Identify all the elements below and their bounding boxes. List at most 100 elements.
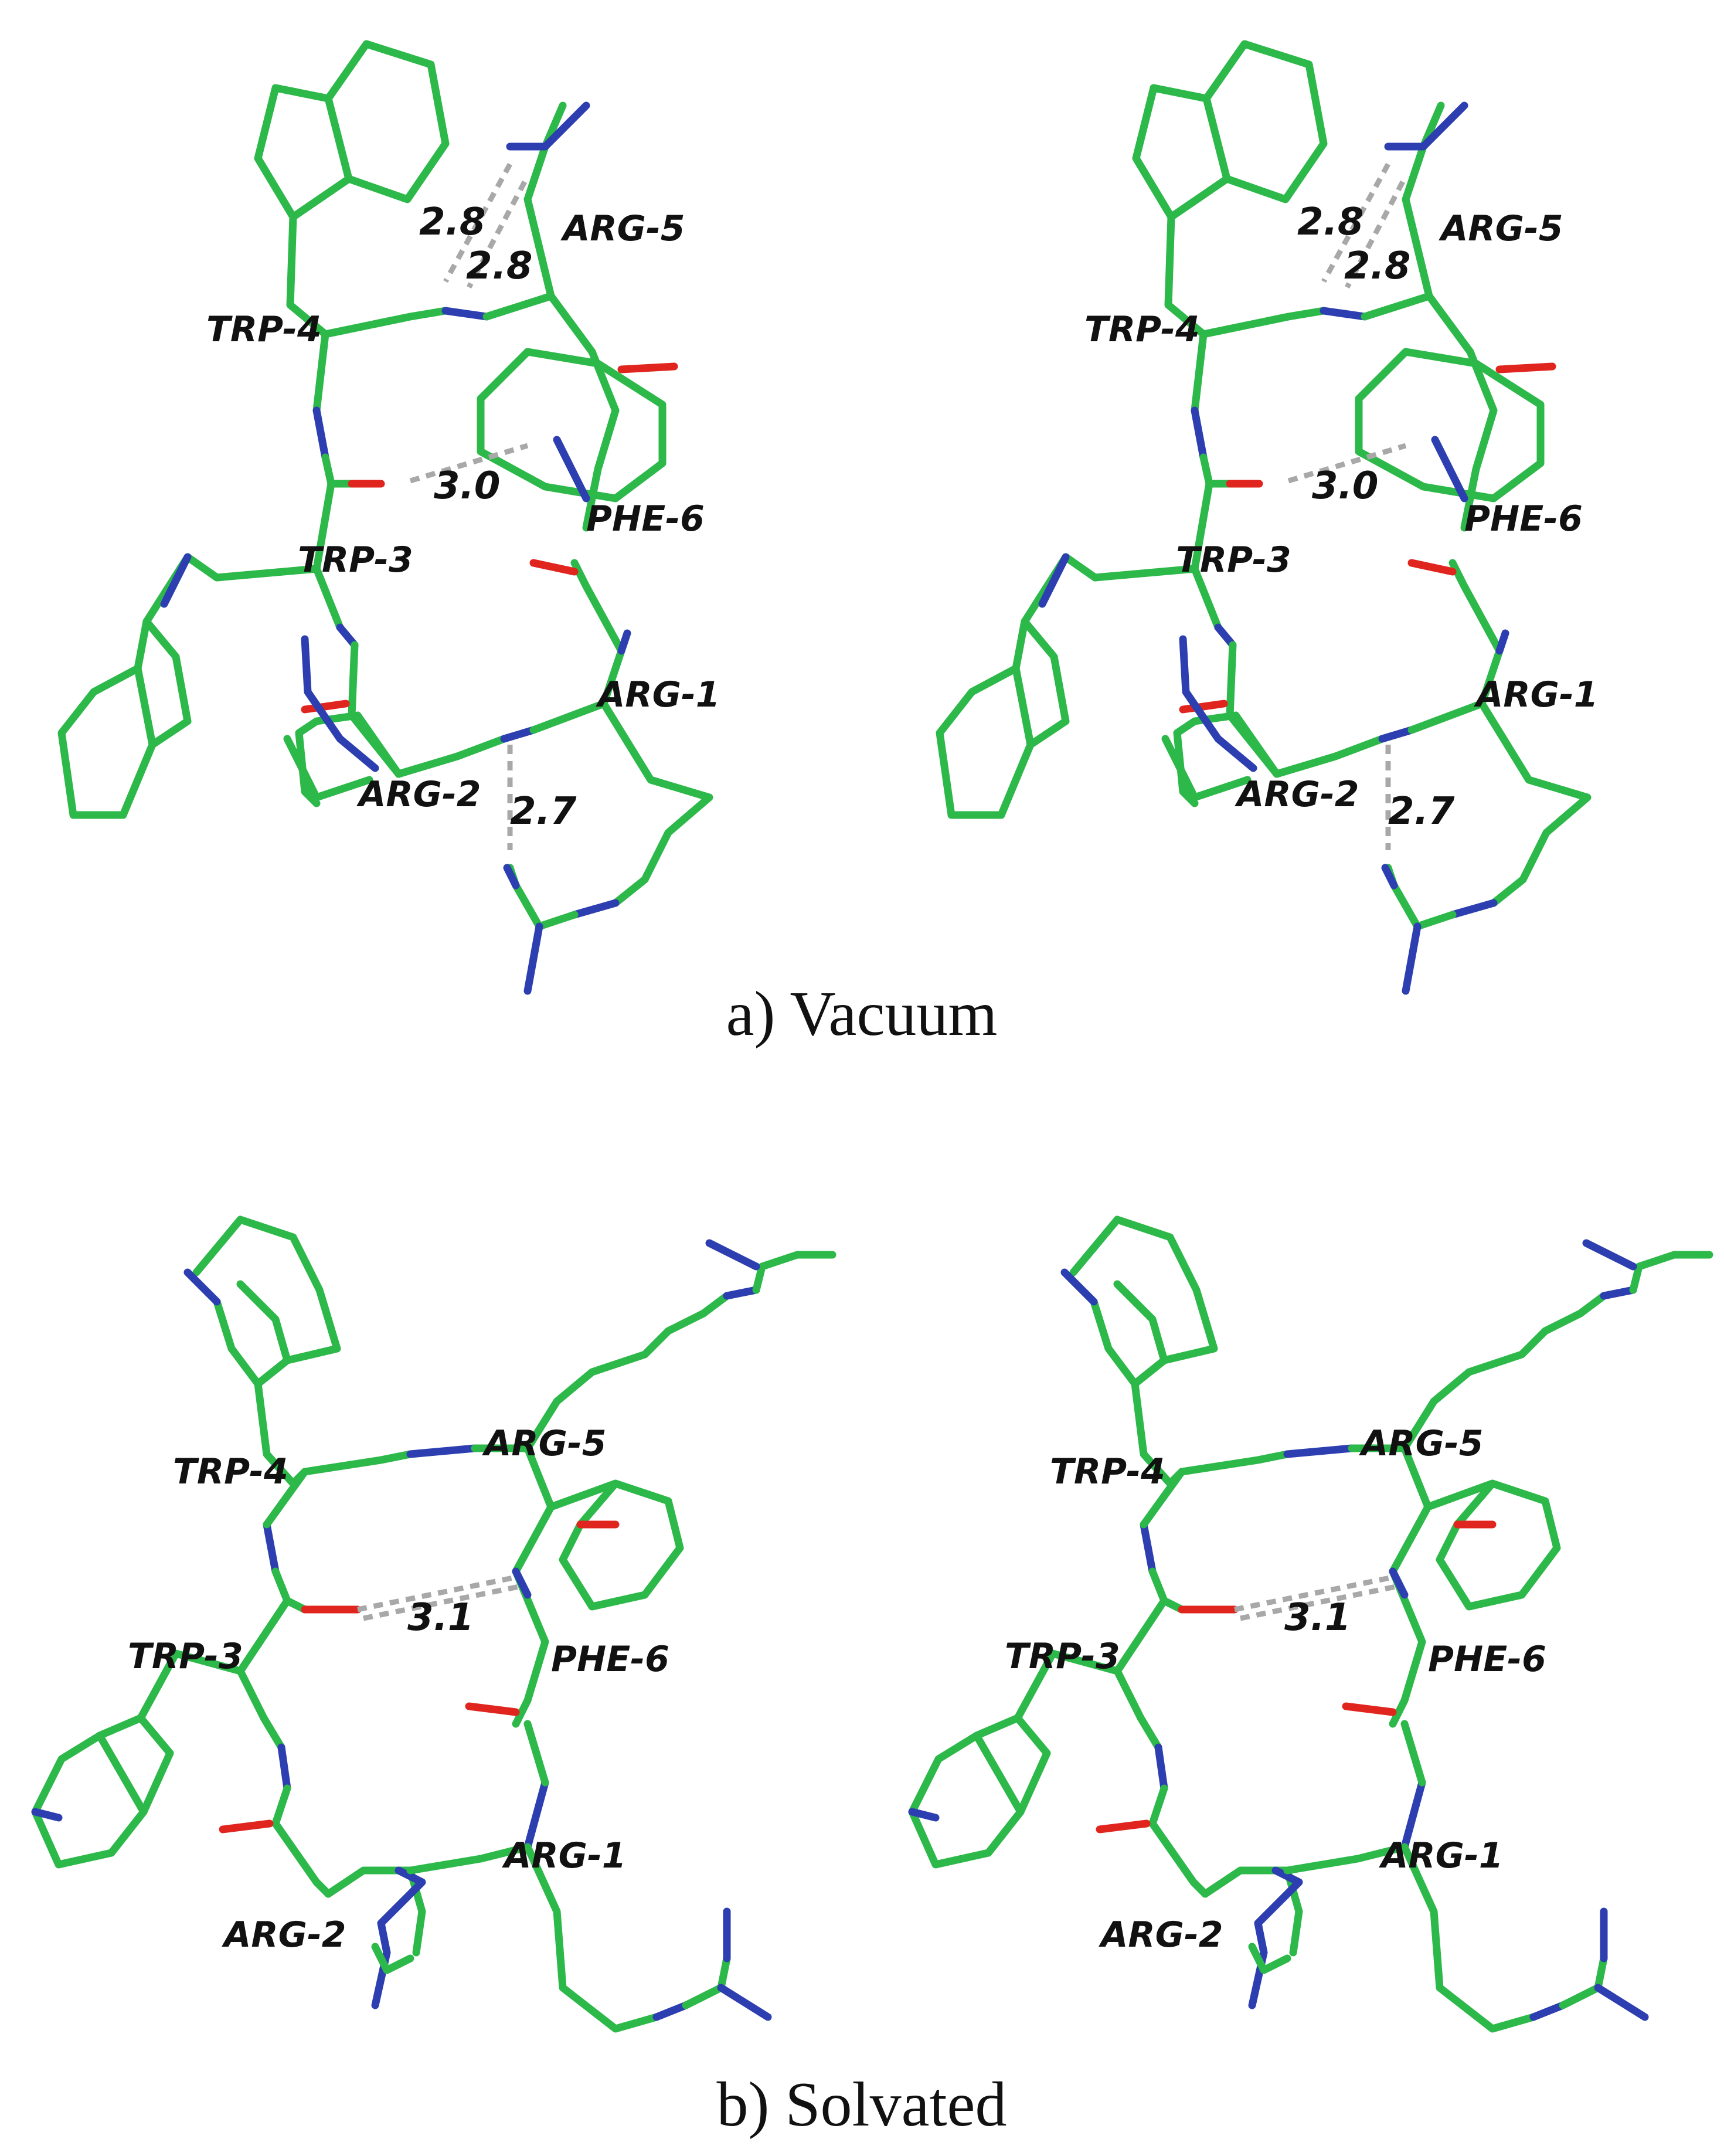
arg1-guanidine-n xyxy=(570,899,620,919)
trp3-n xyxy=(1214,623,1237,649)
phe6-carbonyl-o xyxy=(465,1702,520,1716)
distance-label: 2.8 xyxy=(466,245,532,288)
arg1-backbone-up xyxy=(523,1720,549,1787)
trp3-indole xyxy=(908,1649,1057,1869)
arg1-guanidine-n3 xyxy=(1594,1984,1649,2021)
trp4-indole-ring xyxy=(1150,40,1328,203)
arg2-carbonyl-o xyxy=(1179,700,1228,714)
residue-label: TRP-4 xyxy=(1050,1451,1165,1492)
residue-label: ARG-5 xyxy=(482,1423,607,1464)
distance-label: 3.1 xyxy=(407,1596,474,1639)
phe6-n xyxy=(1431,436,1468,502)
hbond-line xyxy=(357,1574,516,1612)
arg1-guanidine-c xyxy=(1384,864,1457,931)
residue-label: ARG-2 xyxy=(1235,774,1359,815)
arg1-n-top xyxy=(1400,1778,1426,1851)
residue-labels: TRP-4 ARG-5 PHE-6 TRP-3 ARG-1 ARG-2 3.1 xyxy=(1005,1423,1546,1955)
arg2-ring xyxy=(283,735,373,802)
arg2-arg1-backbone xyxy=(395,735,508,778)
phe6-carbonyl xyxy=(1495,362,1556,374)
trp3-arg2-backbone xyxy=(1113,1667,1162,1751)
hydrogen-bonds xyxy=(1287,162,1407,850)
molecule-sticks xyxy=(31,1215,837,2033)
trp3-pyrrole xyxy=(160,553,192,608)
trp3-carbonyl-c xyxy=(321,453,356,488)
arg1-guanidine-c xyxy=(506,864,579,931)
arg2-side-chain xyxy=(1173,711,1281,807)
trp4-pyrrole-n xyxy=(183,1268,221,1306)
phe6-carbonyl xyxy=(617,362,678,374)
arg2-arg1-backbone xyxy=(406,1843,532,1875)
arg1-n xyxy=(500,726,538,743)
residue-label: ARG-5 xyxy=(560,208,685,249)
residue-label: ARG-5 xyxy=(1359,1423,1484,1464)
trp3-carbonyl-c xyxy=(1148,1567,1186,1614)
hbond-line xyxy=(409,443,529,484)
arg5-guanidine xyxy=(1384,101,1468,151)
trp3-arg2-backbone xyxy=(236,1667,285,1751)
residue-label: TRP-4 xyxy=(173,1451,288,1492)
hbond-line xyxy=(467,180,527,289)
distance-label: 3.0 xyxy=(434,464,500,508)
arg2-carbonyl-c xyxy=(271,1784,332,1898)
hbond-line xyxy=(1234,1574,1393,1612)
trp4-ring-link xyxy=(236,1280,291,1388)
arg2-ring xyxy=(371,1943,414,1974)
molecule-sticks xyxy=(57,40,713,995)
arg1-guanidine-n2 xyxy=(1381,864,1398,889)
trp4-trp3-backbone xyxy=(1191,330,1208,415)
residue-label: PHE-6 xyxy=(551,1639,669,1680)
arg1-n-top xyxy=(617,629,631,655)
trp4-side-chain xyxy=(286,213,329,338)
distance-label: 2.7 xyxy=(1388,790,1455,833)
phe6-n xyxy=(553,436,590,502)
arg1-guanidine-c xyxy=(682,1954,731,2009)
trp3-arg2-n xyxy=(1154,1743,1168,1792)
residue-labels: TRP-4 ARG-5 PHE-6 TRP-3 ARG-1 ARG-2 2.8 … xyxy=(206,201,720,833)
trp3-pyrrole-n xyxy=(31,1808,63,1822)
trp3-indole xyxy=(57,553,221,819)
solvated-stereo-right: TRP-4 ARG-5 PHE-6 TRP-3 ARG-1 ARG-2 3.1 xyxy=(908,1215,1713,2033)
trp4-indole-ring xyxy=(271,40,450,203)
residue-label: TRP-3 xyxy=(1176,539,1291,580)
residue-label: ARG-1 xyxy=(596,674,720,715)
arg5-guanidine-n2 xyxy=(1582,1239,1637,1271)
residue-label: ARG-5 xyxy=(1439,208,1563,249)
distance-label: 3.1 xyxy=(1284,1596,1351,1639)
trp4-pyrrole-ring xyxy=(254,84,353,221)
arg1-n-top xyxy=(1495,629,1509,655)
residue-label: ARG-2 xyxy=(356,774,481,815)
trp4-indole xyxy=(1069,1215,1218,1388)
residue-label: PHE-6 xyxy=(586,498,705,539)
arg5-guanidine-c xyxy=(752,1251,837,1294)
phe6-side-chain xyxy=(512,1503,555,1705)
phe6-side-chain xyxy=(1460,348,1498,532)
residue-label: TRP-3 xyxy=(1005,1636,1120,1677)
arg1-side-chain xyxy=(1478,700,1592,907)
arg5-guanidine-n2 xyxy=(705,1239,760,1271)
caption-vacuum: a) Vacuum xyxy=(726,979,998,1049)
vacuum-stereo-left: TRP-4 ARG-5 PHE-6 TRP-3 ARG-1 ARG-2 2.8 … xyxy=(57,40,720,995)
trp4-n-down xyxy=(263,1520,280,1576)
distance-label: 2.7 xyxy=(510,790,577,833)
arg2-carbonyl-o xyxy=(219,1819,274,1834)
trp3-arg2-backbone xyxy=(1191,565,1222,631)
arg1-guanidine-n3 xyxy=(717,1984,772,2021)
arg1-guanidine-tail xyxy=(523,922,543,995)
trp3-ring-link xyxy=(972,1731,1025,1857)
arg2-arg1-backbone xyxy=(1283,1843,1409,1875)
trp3-carbonyl-c xyxy=(271,1567,309,1614)
phe6-ring xyxy=(547,1479,684,1611)
trp3-indole xyxy=(31,1649,180,1869)
residue-labels: TRP-4 ARG-5 PHE-6 TRP-3 ARG-1 ARG-2 2.8 … xyxy=(1084,201,1599,833)
arg5-ca xyxy=(482,292,596,356)
phe6-n xyxy=(512,1567,532,1599)
hbond-line xyxy=(1321,162,1390,283)
trp3-ring-link xyxy=(96,1731,148,1857)
trp4-pyrrole-ring xyxy=(1132,84,1231,221)
phe6-side-chain xyxy=(582,348,620,532)
arg1-carbonyl-o xyxy=(1407,559,1457,576)
trp3-pyrrole xyxy=(1038,553,1070,608)
arg1-guanidine-n xyxy=(1448,899,1498,919)
